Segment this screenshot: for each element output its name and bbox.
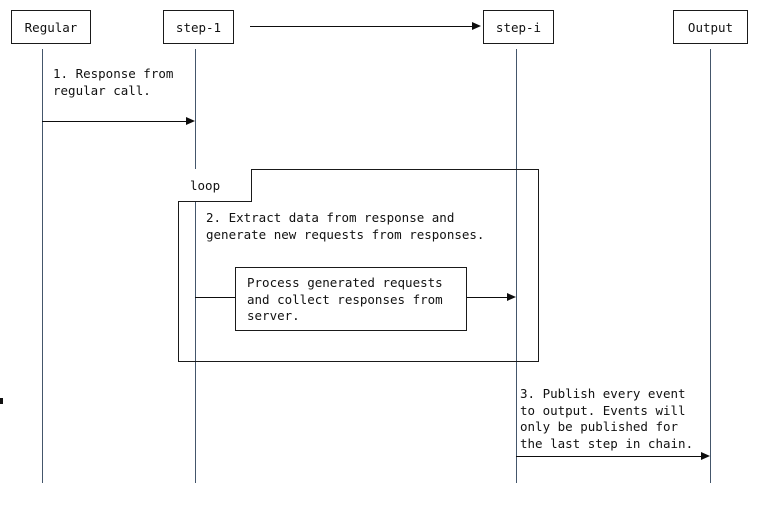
participant-regular[interactable]: Regular [11,10,91,44]
participant-step-1[interactable]: step-1 [163,10,234,44]
loop-fragment-label-box: loop [178,169,252,202]
participant-step-i-label: step-i [495,19,542,35]
lifeline-step-1 [195,49,196,483]
participant-output-label: Output [687,19,734,35]
message-1-arrowhead [186,117,195,125]
message-3-arrowhead [701,452,710,460]
loop-fragment [178,169,539,362]
participant-regular-label: Regular [24,19,78,35]
message-note-line-right [467,297,508,298]
canvas-edge-artifact [0,398,3,404]
loop-fragment-label: loop [190,177,221,193]
message-note-arrowhead [507,293,516,301]
participant-step-1-label: step-1 [175,19,222,35]
header-link-arrowhead [472,22,481,30]
message-note-line-left [195,297,236,298]
participant-step-i[interactable]: step-i [483,10,554,44]
message-3-label: 3. Publish every event to output. Events… [520,386,694,451]
header-link-line [250,26,472,27]
lifeline-output [710,49,711,483]
lifeline-step-i [516,49,517,483]
message-3-line [516,456,702,457]
message-1-line [42,121,187,122]
participant-output[interactable]: Output [673,10,748,44]
message-1-label: 1. Response from regular call. [53,66,174,98]
lifeline-regular [42,49,43,483]
message-2-label: 2. Extract data from response and genera… [206,210,485,242]
message-note-box: Process generated requests and collect r… [235,267,467,331]
